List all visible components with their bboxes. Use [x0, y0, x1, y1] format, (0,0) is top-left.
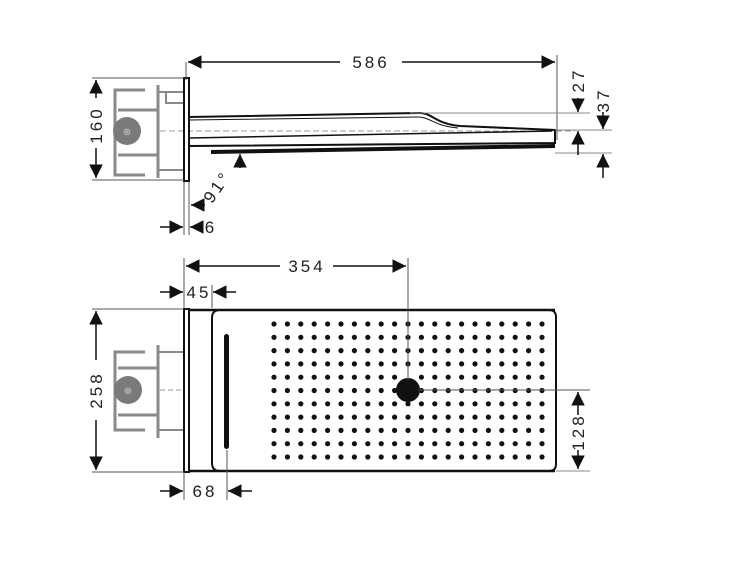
- wall-flange: [183, 77, 190, 182]
- svg-text:⊕: ⊕: [124, 386, 132, 397]
- valve-icon-top: [114, 376, 142, 404]
- rough-in-box-top: [113, 345, 184, 438]
- waterfall-offset-label: 68: [193, 482, 218, 501]
- shower-arm: [188, 111, 556, 147]
- svg-text:⊕: ⊕: [123, 127, 131, 138]
- thickness-total-label: 37: [594, 88, 613, 113]
- flange-width-label: 45: [187, 283, 212, 302]
- flange-thickness-label: 6: [205, 218, 217, 237]
- nozzle-grid: [271, 321, 545, 460]
- center-offset-label: 354: [288, 257, 325, 276]
- thickness-top-label: 27: [569, 68, 588, 93]
- center-nozzle: [396, 378, 420, 402]
- valve-icon: [113, 117, 141, 145]
- top-view: ⊕ 354 45 258 128: [87, 257, 590, 501]
- waterfall-slot: [224, 334, 229, 449]
- center-height-label: 128: [569, 413, 588, 450]
- length-dimension-label: 586: [352, 53, 389, 72]
- width-dimension-label: 258: [87, 371, 106, 408]
- height-dimension-label: 160: [87, 106, 106, 143]
- shower-head-nozzles: [211, 144, 555, 154]
- side-view: ⊕ 586 160 27 37: [87, 53, 613, 237]
- spray-face: [211, 309, 557, 472]
- wall-flange-top: [183, 308, 190, 473]
- angle-label: 91°: [200, 167, 235, 206]
